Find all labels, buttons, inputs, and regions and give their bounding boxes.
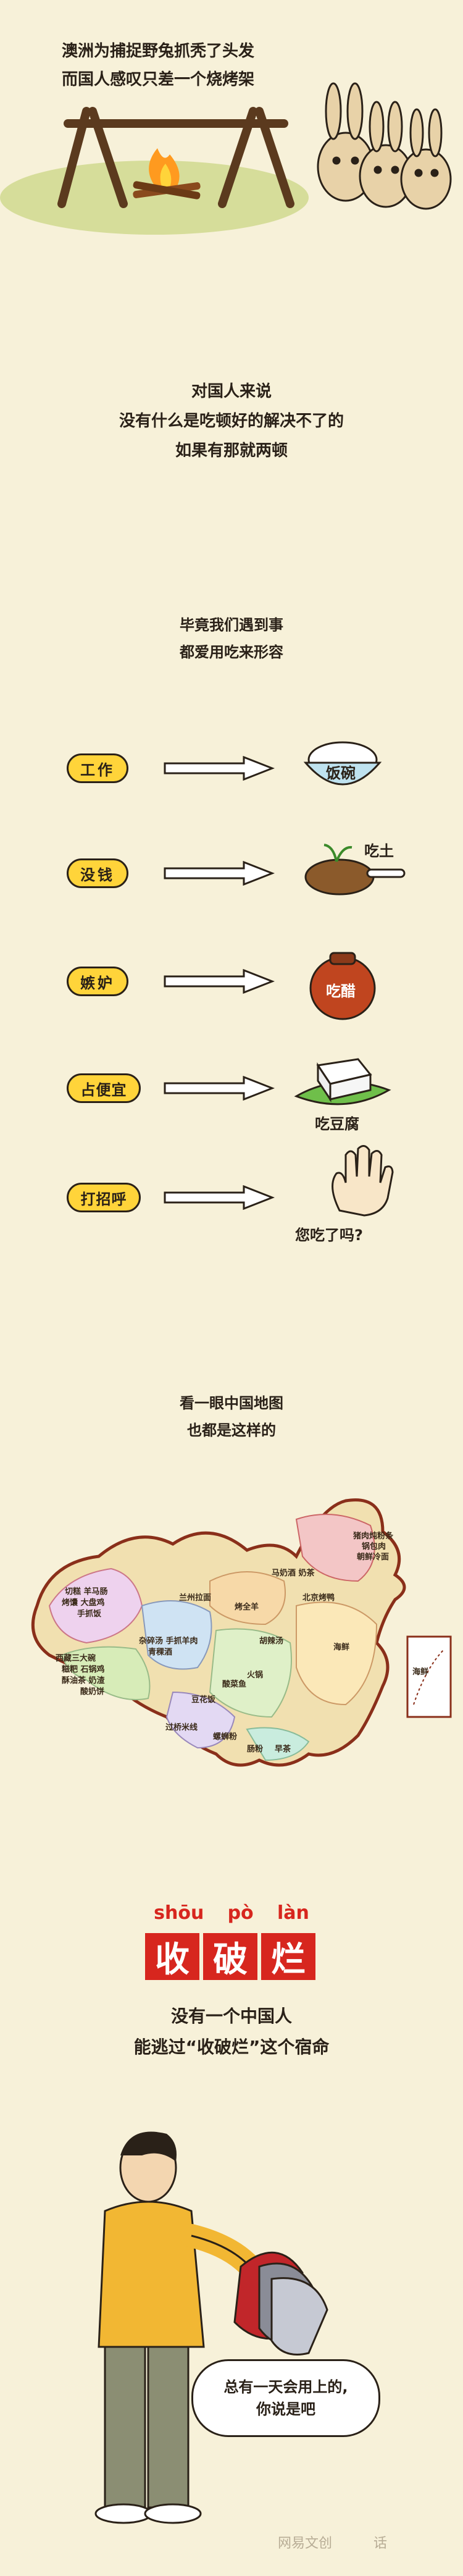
result-greeting: 您吃了吗? bbox=[295, 1227, 363, 1244]
china-map-icon bbox=[31, 1498, 452, 1767]
map-label-xj-1: 切糕 羊马肠 bbox=[65, 1587, 108, 1596]
food-map: 猪肉炖粉条 锅包肉 朝鲜冷面 马奶酒 奶茶 切糕 羊马肠 烤馕 大盘鸡 手抓饭 … bbox=[0, 1482, 463, 1803]
watermark-text-2: 话 bbox=[373, 2536, 388, 2551]
intro-section: 澳洲为捕捉野兔抓秃了头发 而国人感叹只差一个烧烤架 bbox=[0, 25, 463, 235]
speech-bubble: 总有一天会用上的, 你说是吧 bbox=[191, 2359, 380, 2437]
map-label-coast: 海鲜 bbox=[333, 1643, 350, 1652]
map-label-henan: 胡辣汤 bbox=[259, 1637, 284, 1646]
bbq-stand bbox=[57, 107, 294, 208]
intro-text: 澳洲为捕捉野兔抓秃了头发 而国人感叹只差一个烧烤架 bbox=[62, 37, 254, 94]
map-label-guangxi: 螺蛳粉 bbox=[213, 1732, 238, 1742]
fire-icon bbox=[133, 148, 201, 199]
map-label-xj-3: 手抓饭 bbox=[77, 1609, 102, 1619]
pill-no-money: 没钱 bbox=[67, 858, 128, 888]
map-line-2: 也都是这样的 bbox=[187, 1422, 276, 1439]
map-label-tibet-3: 酥油茶 奶渣 bbox=[62, 1676, 105, 1685]
pinyin-shou: shōu bbox=[154, 1902, 204, 1924]
map-label-island: 海鲜 bbox=[412, 1668, 429, 1677]
map-label-chongqing: 火锅 bbox=[247, 1671, 264, 1680]
statement-section: 对国人来说 没有什么是吃顿好的解决不了的 如果有那就两顿 bbox=[0, 377, 463, 466]
arrow-icon bbox=[164, 1076, 275, 1101]
eat-words-list: 工作 饭碗 没钱 吃土 嫉妒 吃醋 占便宜 吃豆腐 打招呼 bbox=[0, 735, 463, 1266]
ending-section: 总有一天会用上的, 你说是吧 网易文创 话 bbox=[0, 2100, 463, 2576]
result-advantage: 吃豆腐 bbox=[315, 1115, 359, 1133]
pill-greeting: 打招呼 bbox=[67, 1183, 141, 1212]
map-heading: 看一眼中国地图 也都是这样的 bbox=[0, 1390, 463, 1444]
arrow-icon bbox=[164, 969, 275, 994]
map-label-gd-2: 早茶 bbox=[275, 1745, 291, 1754]
char-po: 破 bbox=[203, 1933, 257, 1980]
pill-jealous: 嫉妒 bbox=[67, 967, 128, 996]
map-label-yunnan: 过桥米线 bbox=[165, 1723, 198, 1732]
map-label-tibet-1: 西藏三大碗 bbox=[56, 1654, 96, 1663]
rabbits-icon bbox=[317, 82, 452, 210]
eat-words-heading: 毕竟我们遇到事 都爱用吃来形容 bbox=[0, 611, 463, 666]
intro-line-2: 而国人感叹只差一个烧烤架 bbox=[62, 70, 255, 89]
statement-line-2: 没有什么是吃顿好的解决不了的 bbox=[119, 412, 344, 430]
eat-words-line-1: 毕竟我们遇到事 bbox=[180, 616, 283, 634]
plastic-bags-icon bbox=[233, 2251, 328, 2356]
char-lan: 烂 bbox=[261, 1933, 315, 1980]
man-with-bags-illustration bbox=[94, 2131, 328, 2524]
rice-bowl-icon bbox=[303, 741, 382, 786]
eat-words-line-2: 都爱用吃来形容 bbox=[180, 644, 283, 661]
spoon-of-soil-icon bbox=[304, 844, 406, 896]
map-label-xj-2: 烤馕 大盘鸡 bbox=[62, 1598, 105, 1608]
map-label-lanzhou: 兰州拉面 bbox=[179, 1593, 212, 1603]
shoupolan-line-2: 能逃过“收破烂”这个宿命 bbox=[133, 2037, 330, 2057]
waving-hand-icon bbox=[332, 1145, 394, 1217]
map-label-qh-1: 杂碎汤 手抓羊肉 bbox=[139, 1637, 198, 1646]
pill-work: 工作 bbox=[67, 753, 128, 783]
vinegar-jar-icon bbox=[309, 952, 376, 1020]
arrow-icon bbox=[164, 756, 275, 781]
shoupolan-section: shōu pò làn 收 破 烂 没有一个中国人 能逃过“收破烂”这个宿命 bbox=[0, 1902, 463, 2063]
map-label-mongolia: 马奶酒 奶茶 bbox=[272, 1569, 315, 1578]
bubble-line-1: 总有一天会用上的, bbox=[223, 2378, 348, 2396]
arrow-icon bbox=[164, 861, 275, 886]
map-label-qh-2: 青稞酒 bbox=[148, 1648, 173, 1657]
pinyin-lan: làn bbox=[277, 1902, 309, 1924]
result-jealous: 吃醋 bbox=[326, 983, 356, 1000]
bbq-rabbits-illustration bbox=[0, 82, 452, 235]
map-label-ne-1: 猪肉炖粉条 bbox=[353, 1532, 394, 1541]
map-label-guizhou: 豆花饭 bbox=[191, 1695, 216, 1705]
intro-line-1: 澳洲为捕捉野兔抓秃了头发 bbox=[62, 42, 255, 61]
pinyin-po: pò bbox=[227, 1902, 254, 1924]
tofu-icon bbox=[294, 1058, 391, 1105]
pinyin-row: shōu pò làn bbox=[142, 1902, 321, 1924]
char-shou: 收 bbox=[145, 1933, 199, 1980]
map-label-lamb: 烤全羊 bbox=[235, 1603, 259, 1612]
shoupolan-text: 没有一个中国人 能逃过“收破烂”这个宿命 bbox=[0, 2001, 463, 2063]
result-no-money: 吃土 bbox=[364, 842, 394, 860]
map-label-tibet-4: 酸奶饼 bbox=[80, 1687, 105, 1697]
statement-line-1: 对国人来说 bbox=[191, 382, 272, 401]
map-label-sichuan-1: 酸菜鱼 bbox=[222, 1680, 247, 1689]
result-work: 饭碗 bbox=[326, 765, 356, 782]
arrow-icon bbox=[164, 1185, 275, 1210]
map-label-beijing: 北京烤鸭 bbox=[302, 1593, 335, 1603]
map-label-gd-1: 肠粉 bbox=[247, 1745, 264, 1754]
watermark: 网易文创 话 bbox=[278, 2532, 387, 2552]
statement-line-3: 如果有那就两顿 bbox=[175, 442, 288, 460]
map-line-1: 看一眼中国地图 bbox=[180, 1395, 283, 1412]
shoupolan-title: 收 破 烂 bbox=[145, 1933, 315, 1980]
map-label-ne-3: 朝鲜冷面 bbox=[357, 1553, 390, 1562]
shoupolan-line-1: 没有一个中国人 bbox=[170, 2006, 292, 2026]
bubble-line-2: 你说是吧 bbox=[256, 2401, 315, 2418]
map-label-tibet-2: 糍粑 石锅鸡 bbox=[62, 1665, 105, 1674]
watermark-text: 网易文创 bbox=[278, 2536, 333, 2551]
map-label-ne-2: 锅包肉 bbox=[362, 1542, 386, 1551]
pill-advantage: 占便宜 bbox=[67, 1073, 141, 1103]
